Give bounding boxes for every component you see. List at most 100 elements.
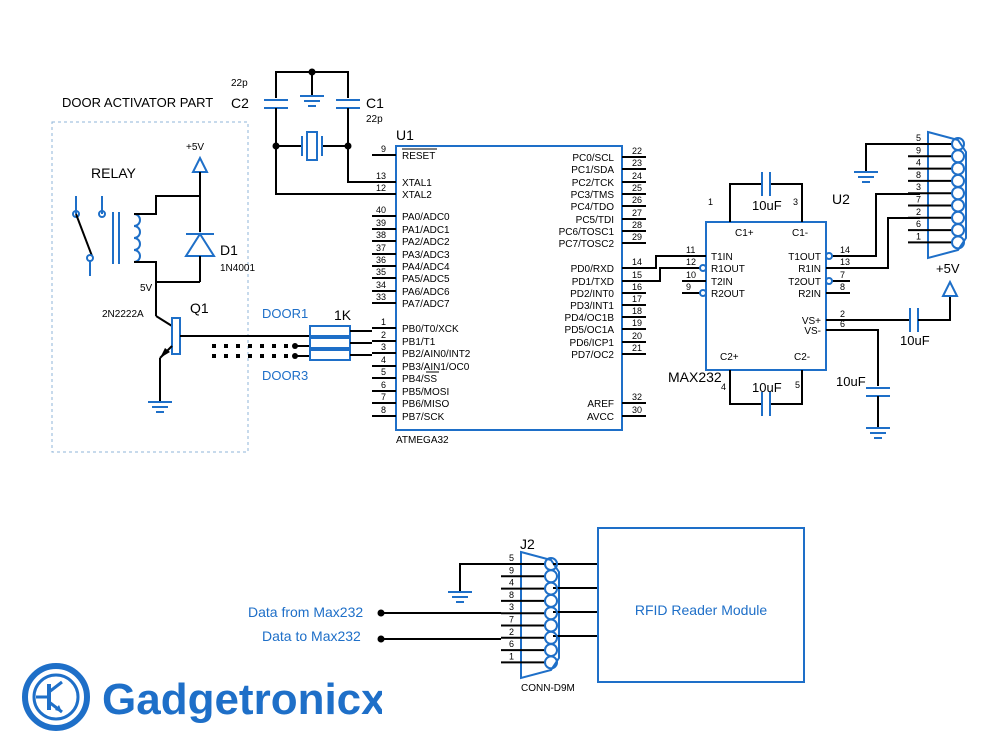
brand-logo: Gadgetronicx bbox=[22, 662, 386, 732]
mcu-pin-name: PD5/OC1A bbox=[565, 325, 615, 336]
db9-pin-socket bbox=[951, 173, 965, 188]
resistor-array-1k: 1K DOOR1 DOOR3 bbox=[262, 306, 372, 383]
mcu-pin-name: PD2/INT0 bbox=[570, 289, 614, 300]
c2-value: 22p bbox=[231, 78, 248, 89]
mcu-pin-number: 24 bbox=[632, 171, 642, 181]
cap-vsp-value: 10uF bbox=[900, 333, 930, 348]
mcu-pin-name: PB3/AIN1/OC0 bbox=[402, 362, 470, 373]
mcu-pin-name: PC4/TDO bbox=[571, 202, 615, 213]
relay-5v-label: 5V bbox=[140, 283, 153, 294]
mcu-pin-number: 33 bbox=[376, 292, 386, 302]
max232-pin-number: 12 bbox=[686, 257, 696, 267]
max232-pin-name: T2OUT bbox=[788, 277, 821, 288]
db9-pin-socket bbox=[544, 606, 558, 621]
mcu-pin-number: 6 bbox=[381, 380, 386, 390]
mcu-pin-number: 32 bbox=[632, 392, 642, 402]
door-activator-title: DOOR ACTIVATOR PART bbox=[62, 95, 213, 110]
max232-pin-name: T1IN bbox=[711, 252, 733, 263]
max232-pin-name: VS- bbox=[804, 326, 821, 337]
transistor-part: 2N2222A bbox=[102, 309, 144, 320]
mcu-pin-name: PD0/RXD bbox=[571, 264, 614, 275]
max232-pin-name: R2IN bbox=[798, 289, 821, 300]
db9-pin-number: 1 bbox=[509, 651, 514, 661]
max232-inv-bubble bbox=[825, 277, 833, 285]
mcu-pin-name: AVCC bbox=[587, 412, 614, 423]
max232-pin3: 3 bbox=[793, 197, 798, 207]
db9-pin-socket bbox=[951, 198, 965, 213]
relay-contact bbox=[72, 196, 106, 276]
mcu-pin-name: PA0/ADC0 bbox=[402, 212, 450, 223]
mcu-pin-number: 15 bbox=[632, 270, 642, 280]
max232-pin-name: T2IN bbox=[711, 277, 733, 288]
max232-part: MAX232 bbox=[668, 369, 722, 385]
supply-5v-right: +5V bbox=[936, 261, 960, 276]
mcu-pin-number: 26 bbox=[632, 195, 642, 205]
c1-ref: C1 bbox=[366, 95, 384, 111]
flyback-diode-d1 bbox=[156, 196, 216, 283]
resistor-value: 1K bbox=[334, 307, 352, 323]
db9-pin-socket bbox=[544, 655, 558, 670]
mcu-pin-number: 37 bbox=[376, 243, 386, 253]
mcu-pin-name: PA6/ADC6 bbox=[402, 287, 450, 298]
door-dotted-links bbox=[212, 343, 310, 359]
db9-pin-number: 6 bbox=[916, 219, 921, 229]
mcu-ref: U1 bbox=[396, 127, 414, 143]
cap-top-value: 10uF bbox=[752, 198, 782, 213]
mcu-atmega32: U1 ATMEGA32 9RESET13XTAL112XTAL240PA0/AD… bbox=[372, 127, 646, 446]
db9-pin-number: 9 bbox=[509, 565, 514, 575]
max232-c2m: C2- bbox=[794, 352, 810, 363]
db9-pin-socket bbox=[951, 210, 965, 225]
max232-pin-name: R1IN bbox=[798, 264, 821, 275]
db9-pin-number: 9 bbox=[916, 145, 921, 155]
mcu-pin-name: PC5/TDI bbox=[576, 215, 614, 226]
max232-pin4: 4 bbox=[721, 382, 726, 392]
door-activator-section: DOOR ACTIVATOR PART RELAY +5V D1 1N4001 … bbox=[51, 95, 310, 453]
mcu-pin-name: PA5/ADC5 bbox=[402, 274, 450, 285]
mcu-pin-number: 35 bbox=[376, 267, 386, 277]
mcu-pin-name: PC1/SDA bbox=[571, 165, 614, 176]
mcu-part: ATMEGA32 bbox=[396, 435, 449, 446]
mcu-pin-name: PA2/ADC2 bbox=[402, 237, 450, 248]
mcu-pin-number: 38 bbox=[376, 230, 386, 240]
mcu-pin-number: 3 bbox=[381, 342, 386, 352]
mcu-pin-number: 27 bbox=[632, 208, 642, 218]
mcu-pin-number: 8 bbox=[381, 405, 386, 415]
db9-pin-number: 8 bbox=[916, 170, 921, 180]
db9-pin-socket bbox=[951, 223, 965, 238]
max232-pin-number: 10 bbox=[686, 270, 696, 280]
mcu-pin-number: 5 bbox=[381, 367, 386, 377]
db9-pin-socket bbox=[544, 630, 558, 645]
mcu-pin-name: PA7/ADC7 bbox=[402, 299, 450, 310]
c2-ref: C2 bbox=[231, 95, 249, 111]
db9-pin-number: 4 bbox=[509, 578, 514, 588]
mcu-pin-name: PB4/SS bbox=[402, 374, 437, 385]
mcu-pin-number: 22 bbox=[632, 146, 642, 156]
max232-pin-number: 2 bbox=[840, 309, 845, 319]
mcu-pin-name: XTAL1 bbox=[402, 178, 432, 189]
mcu-pin-number: 14 bbox=[632, 257, 642, 267]
diode-ref: D1 bbox=[220, 242, 238, 258]
mcu-body bbox=[395, 145, 623, 431]
mcu-pin-number: 4 bbox=[381, 355, 386, 365]
mcu-pin-name: PC2/TCK bbox=[572, 178, 615, 189]
j2-ground bbox=[448, 563, 501, 603]
max232-pin1: 1 bbox=[708, 197, 713, 207]
mcu-pin-number: 40 bbox=[376, 205, 386, 215]
db9-pin-number: 3 bbox=[509, 602, 514, 612]
cap-vsm-value: 10uF bbox=[836, 374, 866, 389]
cap-bottom-value: 10uF bbox=[752, 380, 782, 395]
mcu-pin-number: 17 bbox=[632, 294, 642, 304]
max232-c2p: C2+ bbox=[720, 352, 739, 363]
transistor-ref: Q1 bbox=[190, 300, 209, 316]
mcu-pin-number: 36 bbox=[376, 255, 386, 265]
mcu-pin-name: PB0/T0/XCK bbox=[402, 324, 459, 335]
mcu-pin-number: 21 bbox=[632, 343, 642, 353]
rfid-module: RFID Reader Module bbox=[597, 527, 805, 683]
mcu-pin-name: XTAL2 bbox=[402, 190, 432, 201]
mcu-pin-number: 2 bbox=[381, 330, 386, 340]
db9-pin-number: 1 bbox=[916, 231, 921, 241]
max232-inv-bubble bbox=[825, 252, 833, 260]
data-to-label: Data to Max232 bbox=[262, 628, 361, 644]
